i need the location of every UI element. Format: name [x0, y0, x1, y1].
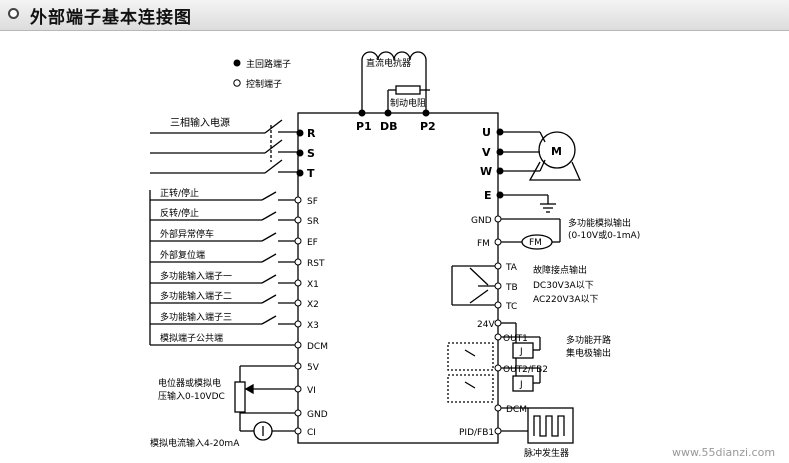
fm-meter-label: FM: [529, 238, 542, 248]
terminal-vi: VI: [307, 386, 316, 396]
terminal-x2: X2: [307, 300, 319, 310]
motor-circle: [538, 131, 576, 169]
input-label-sr: 反转/停止: [160, 207, 199, 219]
terminal-tb: TB: [505, 283, 518, 293]
oc-label-1: 多功能开路: [566, 334, 611, 346]
terminal-24v: 24V: [477, 320, 495, 330]
analog-out-label-2: (0-10V或0-1mA): [568, 229, 640, 241]
terminal-ef: EF: [307, 238, 318, 248]
fault-label-3: AC220V3A以下: [533, 295, 599, 305]
input-label-rst: 外部复位端: [160, 249, 205, 261]
title-bar: 外部端子基本连接图: [0, 0, 789, 31]
terminal-5v: 5V: [307, 363, 320, 373]
terminal-out1: OUT1: [503, 334, 528, 344]
input-label-x3: 多功能输入端子三: [160, 311, 232, 323]
terminal-sr: SR: [307, 217, 319, 227]
terminal-rst: RST: [307, 259, 325, 269]
analog-out-label-1: 多功能模拟输出: [568, 217, 631, 229]
terminal-db: DB: [380, 120, 398, 133]
legend-control-label: 控制端子: [246, 78, 282, 90]
terminal-x3: X3: [307, 321, 319, 331]
legend-main-label: 主回路端子: [246, 58, 291, 70]
terminal-r: R: [307, 127, 316, 140]
terminal-e: E: [484, 189, 492, 202]
fault-label-1: 故障接点输出: [533, 264, 587, 276]
power-input-label: 三相输入电源: [170, 116, 230, 129]
input-label-ef: 外部异常停车: [160, 228, 214, 240]
control-input-wiring: [149, 190, 296, 346]
legend-main-dot: [233, 59, 241, 67]
terminal-ci: CI: [307, 428, 316, 438]
terminal-s: S: [307, 147, 315, 160]
terminal-fm: FM: [477, 239, 490, 249]
input-label-x2: 多功能输入端子二: [160, 290, 232, 302]
terminal-x1: X1: [307, 280, 319, 290]
terminal-out2: OUT2/FB2: [503, 365, 548, 375]
terminal-w: W: [480, 165, 492, 178]
terminal-u: U: [482, 126, 491, 139]
title-bullet-icon: [8, 8, 19, 19]
input-label-dcm: 模拟端子公共端: [160, 332, 223, 344]
fault-label-2: DC30V3A以下: [533, 281, 594, 291]
terminal-gnd-right: GND: [471, 216, 492, 226]
brake-resistor-label: 制动电阻: [390, 97, 426, 109]
oc-label-2: 集电极输出: [566, 347, 611, 359]
pot-label-2: 压输入0-10VDC: [158, 390, 225, 402]
input-label-sf: 正转/停止: [160, 187, 199, 199]
terminal-sf: SF: [307, 197, 318, 207]
terminal-p1: P1: [356, 120, 372, 133]
terminal-dcm-right: DCM: [506, 405, 527, 415]
terminal-pid: PID/FB1: [459, 428, 494, 438]
terminal-tc: TC: [505, 302, 517, 312]
terminal-p2: P2: [420, 120, 436, 133]
terminal-ta: TA: [505, 263, 518, 273]
dc-reactor-label: 直流电抗器: [366, 57, 411, 69]
relay-j-2: J: [519, 380, 523, 390]
potentiometer: [234, 381, 246, 413]
pulse-label: 脉冲发生器: [524, 447, 569, 459]
terminal-v: V: [482, 146, 491, 159]
current-input-label: 模拟电流输入4-20mA: [150, 437, 240, 449]
pot-label-1: 电位器或模拟电: [158, 377, 221, 389]
motor-label: M: [551, 145, 562, 158]
brake-resistor: [395, 85, 421, 95]
watermark: www.55dianzi.com: [672, 446, 775, 459]
relay-j-1: J: [519, 347, 523, 357]
optocoupler-2: [447, 374, 494, 403]
pulse-generator: [527, 407, 574, 444]
legend-control-dot: [233, 79, 241, 87]
terminal-t: T: [307, 167, 315, 180]
dc-reactor-coil: [361, 51, 427, 68]
page-title: 外部端子基本连接图: [30, 8, 192, 28]
terminal-dcm: DCM: [307, 342, 328, 352]
optocoupler-1: [447, 342, 494, 371]
inverter-body: [297, 112, 499, 444]
terminal-gnd-left: GND: [307, 410, 328, 420]
input-label-x1: 多功能输入端子一: [160, 270, 232, 282]
